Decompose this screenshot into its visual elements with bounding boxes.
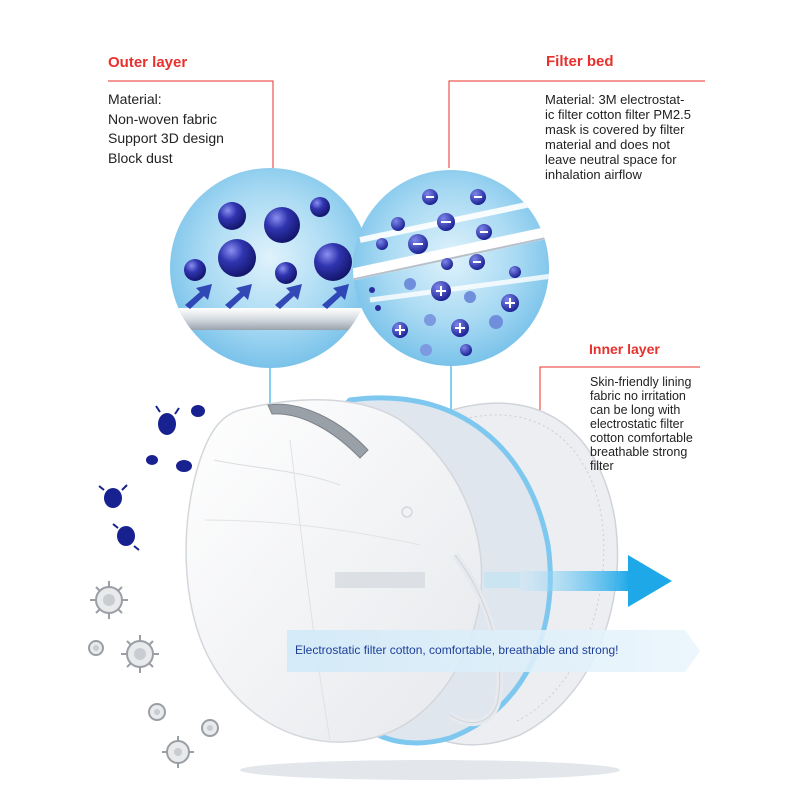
filter-bed-line: inhalation airflow [545,167,642,182]
mask-shadow [240,760,620,780]
filter-bed-title: Filter bed [546,53,614,70]
inner-layer-title: Inner layer [589,341,660,357]
inner-layer-line: breathable strong [590,445,688,459]
airflow-arrow [520,555,672,607]
outer-layer-title: Outer layer [108,54,188,71]
filter-bed-line: material and does not [545,137,671,152]
filter-bed-line: leave neutral space for [545,152,677,167]
banner-shape [287,630,700,672]
outer-layer-description: Material: Non-woven fabric Support 3D de… [108,90,224,168]
blue-germs [98,405,205,551]
filter-bed-line: ic filter cotton filter PM2.5 [545,107,691,122]
inner-layer-description: Skin-friendly lining fabric no irritatio… [590,375,693,473]
negative-ions [376,189,521,278]
filter-bed-line: Material: 3M electrostat- [545,92,685,107]
inner-layer-line: Skin-friendly lining [590,375,692,389]
filter-bed-line: mask is covered by filter [545,122,685,137]
filter-bed-description: Material: 3M electrostat- ic filter cott… [545,92,691,182]
inner-layer-line: fabric no irritation [590,389,686,403]
grey-virus-particles [88,581,219,768]
outer-layer-line: Material: [108,91,162,107]
outer-layer-line: Support 3D design [108,130,224,146]
feature-banner-text: Electrostatic filter cotton, comfortable… [295,643,619,657]
inner-layer-line: can be long with [590,403,681,417]
inner-layer-line: filter [590,459,614,473]
outer-layer-line: Non-woven fabric [108,110,217,127]
inner-layer-line: cotton comfortable [590,431,693,445]
inner-layer-line: electrostatic filter [590,417,684,431]
outer-layer-line: Block dust [108,149,173,166]
filter-bed-detail-circle [353,170,549,366]
positive-ions [369,278,519,356]
feature-banner: Electrostatic filter cotton, comfortable… [287,630,707,672]
outer-layer-detail-circle [170,168,370,368]
